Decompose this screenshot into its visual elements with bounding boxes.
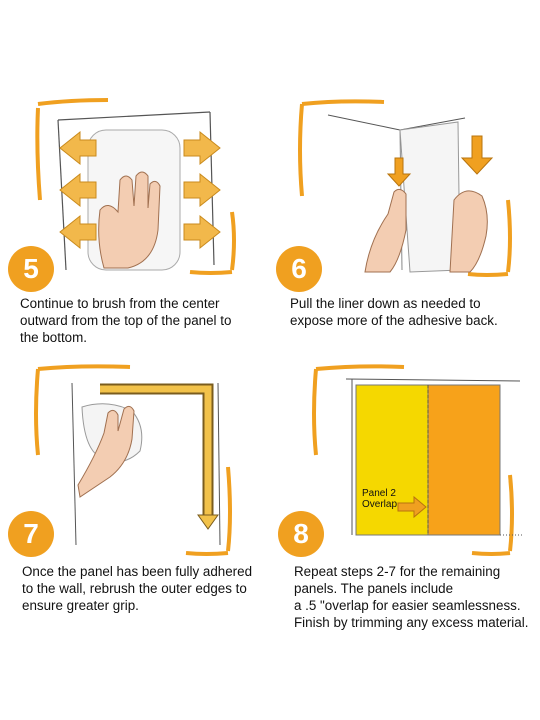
step-caption: Continue to brush from the center outwar… [20,296,232,345]
step-number-badge: 5 [8,246,54,292]
overlap-label: Panel 2 Overlap [362,488,398,510]
arrow-icon [397,495,427,519]
step-6: 6 Pull the liner down as needed to expos… [270,0,540,350]
panel-2 [427,384,501,536]
step-8-illustration [312,364,522,556]
step-caption: Pull the liner down as needed to expose … [290,296,498,328]
step-number-badge: 7 [8,511,54,557]
step-7-illustration [34,364,232,556]
hand-icon [98,171,161,269]
hand-icon [364,188,488,273]
step-7: 7 Once the panel has been fully adhered … [0,355,270,720]
hand-icon [77,405,135,498]
step-5-illustration [35,98,236,275]
step-number-badge: 8 [278,511,324,557]
step-caption: Repeat steps 2-7 for the remaining panel… [294,564,529,630]
step-caption: Once the panel has been fully adhered to… [22,564,253,613]
arrow-icon [59,130,221,250]
step-8: Panel 2 Overlap 8 Repeat steps 2-7 for t… [270,355,540,720]
step-number-badge: 6 [276,246,322,292]
step-5: 5 Continue to brush from the center outw… [0,0,270,350]
arrow-icon [197,514,219,530]
step-6-illustration [298,99,512,277]
arrow-icon [386,135,494,187]
